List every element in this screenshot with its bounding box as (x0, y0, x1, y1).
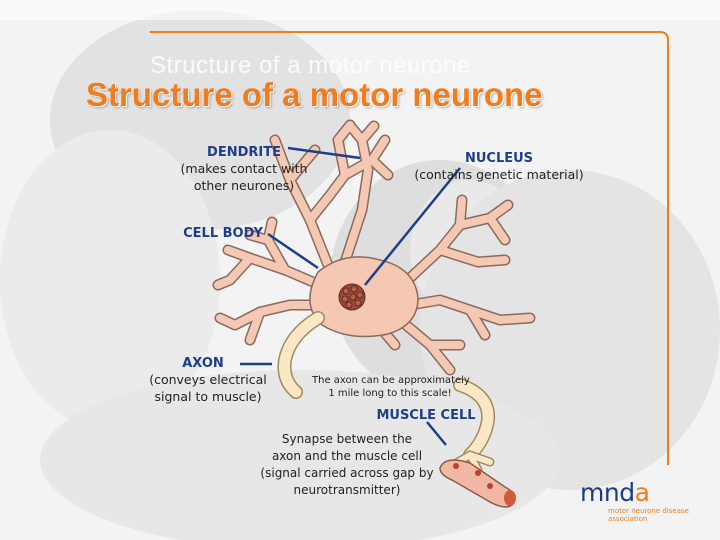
nucleus-shape (338, 283, 366, 311)
nucleus-heading: NUCLEUS (464, 151, 534, 166)
cell-body-label: CELL BODY (176, 226, 270, 241)
axon-desc-line1: (conveys electrical (149, 372, 267, 387)
slide-title: Structure of a motor neurone (86, 76, 543, 113)
axon-note: The axon can be approximately 1 mile lon… (312, 374, 470, 400)
pointer-lines (240, 146, 461, 446)
axon-note-line2: 1 mile long to this scale! (328, 388, 452, 399)
logo-wordmark: mnda (580, 478, 710, 507)
muscle-cell-heading: MUSCLE CELL (376, 408, 476, 423)
muscle-cell-label: MUSCLE CELL (370, 408, 482, 423)
dendrite-heading: DENDRITE (207, 145, 281, 160)
axon-desc-line2: signal to muscle) (154, 389, 262, 404)
logo-tagline-line2: association (608, 515, 648, 523)
synapse-label: Synapse between the axon and the muscle … (258, 431, 436, 499)
cell-body-heading: CELL BODY (183, 226, 263, 241)
dendrite-desc-line2: other neurones) (193, 178, 295, 193)
synapse-line1: Synapse between the (281, 432, 413, 446)
logo-word-main: mnd (580, 478, 635, 507)
logo-word-accent: a (634, 478, 650, 507)
nucleus-label: NUCLEUS (contains genetic material) (410, 151, 588, 183)
synapse-line3: (signal carried across gap by (260, 466, 434, 480)
logo-tagline-line1: motor neurone disease (608, 507, 689, 515)
mnda-logo: mnda motor neurone disease association (580, 478, 710, 528)
synapse-line2: axon and the muscle cell (271, 449, 423, 463)
nucleus-desc-line1: (contains genetic material) (414, 167, 584, 182)
dendrite-label: DENDRITE (makes contact with other neuro… (168, 145, 320, 194)
axon-label: AXON (conveys electrical signal to muscl… (145, 356, 271, 405)
neuron-dendrites-fill (214, 121, 534, 374)
axon-note-line1: The axon can be approximately (312, 375, 470, 386)
synapse-line4: neurotransmitter) (293, 483, 401, 497)
axon-heading: AXON (182, 356, 224, 371)
title-ghost: Structure of a motor neurone (150, 52, 471, 79)
dendrite-desc-line1: (makes contact with (180, 161, 308, 176)
